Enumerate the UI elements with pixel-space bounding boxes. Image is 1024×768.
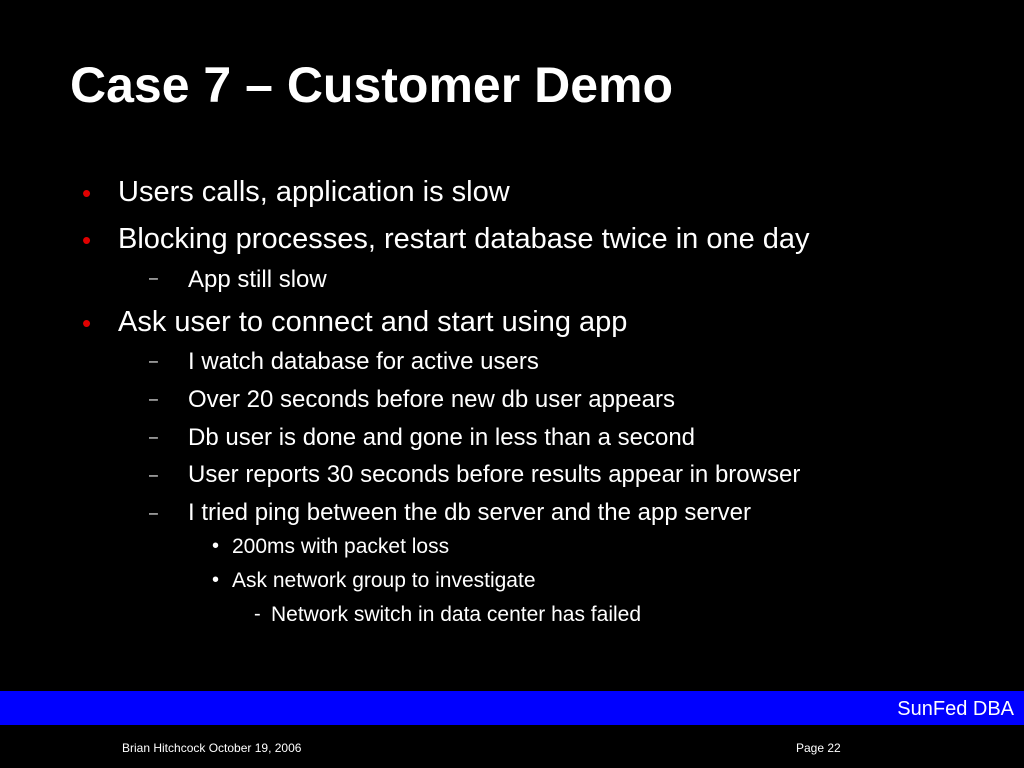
brand-label: SunFed DBA xyxy=(897,698,1014,720)
sub-bullet-text: Over 20 seconds before new db user appea… xyxy=(188,386,675,413)
dash-icon: – xyxy=(149,391,158,408)
sub-bullet-text: I tried ping between the db server and t… xyxy=(188,499,752,526)
sub-bullet-text: I watch database for active users xyxy=(188,348,539,375)
dash-icon: – xyxy=(149,505,158,522)
bullet-icon: • xyxy=(82,225,92,255)
dash-icon: – xyxy=(149,429,158,446)
sub-sub-bullet-text: Ask network group to investigate xyxy=(232,569,536,592)
dash-icon: – xyxy=(149,467,158,484)
footer-page-number: Page 22 xyxy=(796,741,841,755)
footer-author-date: Brian Hitchcock October 19, 2006 xyxy=(122,741,302,755)
bullet-icon: • xyxy=(82,178,92,208)
slide-title: Case 7 – Customer Demo xyxy=(70,57,674,113)
bullet-icon: • xyxy=(82,308,92,338)
dot-icon: • xyxy=(212,535,220,557)
sub-bullet-text: Db user is done and gone in less than a … xyxy=(188,424,696,451)
footer-bar: SunFed DBA xyxy=(0,691,1024,725)
sub-bullet-text: User reports 30 seconds before results a… xyxy=(188,461,801,488)
sub-bullet-text: App still slow xyxy=(188,266,327,293)
bullet-text: Ask user to connect and start using app xyxy=(118,306,628,338)
bullet-text: Blocking processes, restart database twi… xyxy=(118,223,810,255)
dash-icon: – xyxy=(149,270,158,287)
dash-icon: – xyxy=(149,353,158,370)
dot-icon: • xyxy=(212,569,220,591)
level4-bullet-text: Network switch in data center has failed xyxy=(271,603,642,626)
bullet-text: Users calls, application is slow xyxy=(118,176,510,208)
hyphen-icon: - xyxy=(254,603,261,625)
sub-sub-bullet-text: 200ms with packet loss xyxy=(232,535,450,558)
